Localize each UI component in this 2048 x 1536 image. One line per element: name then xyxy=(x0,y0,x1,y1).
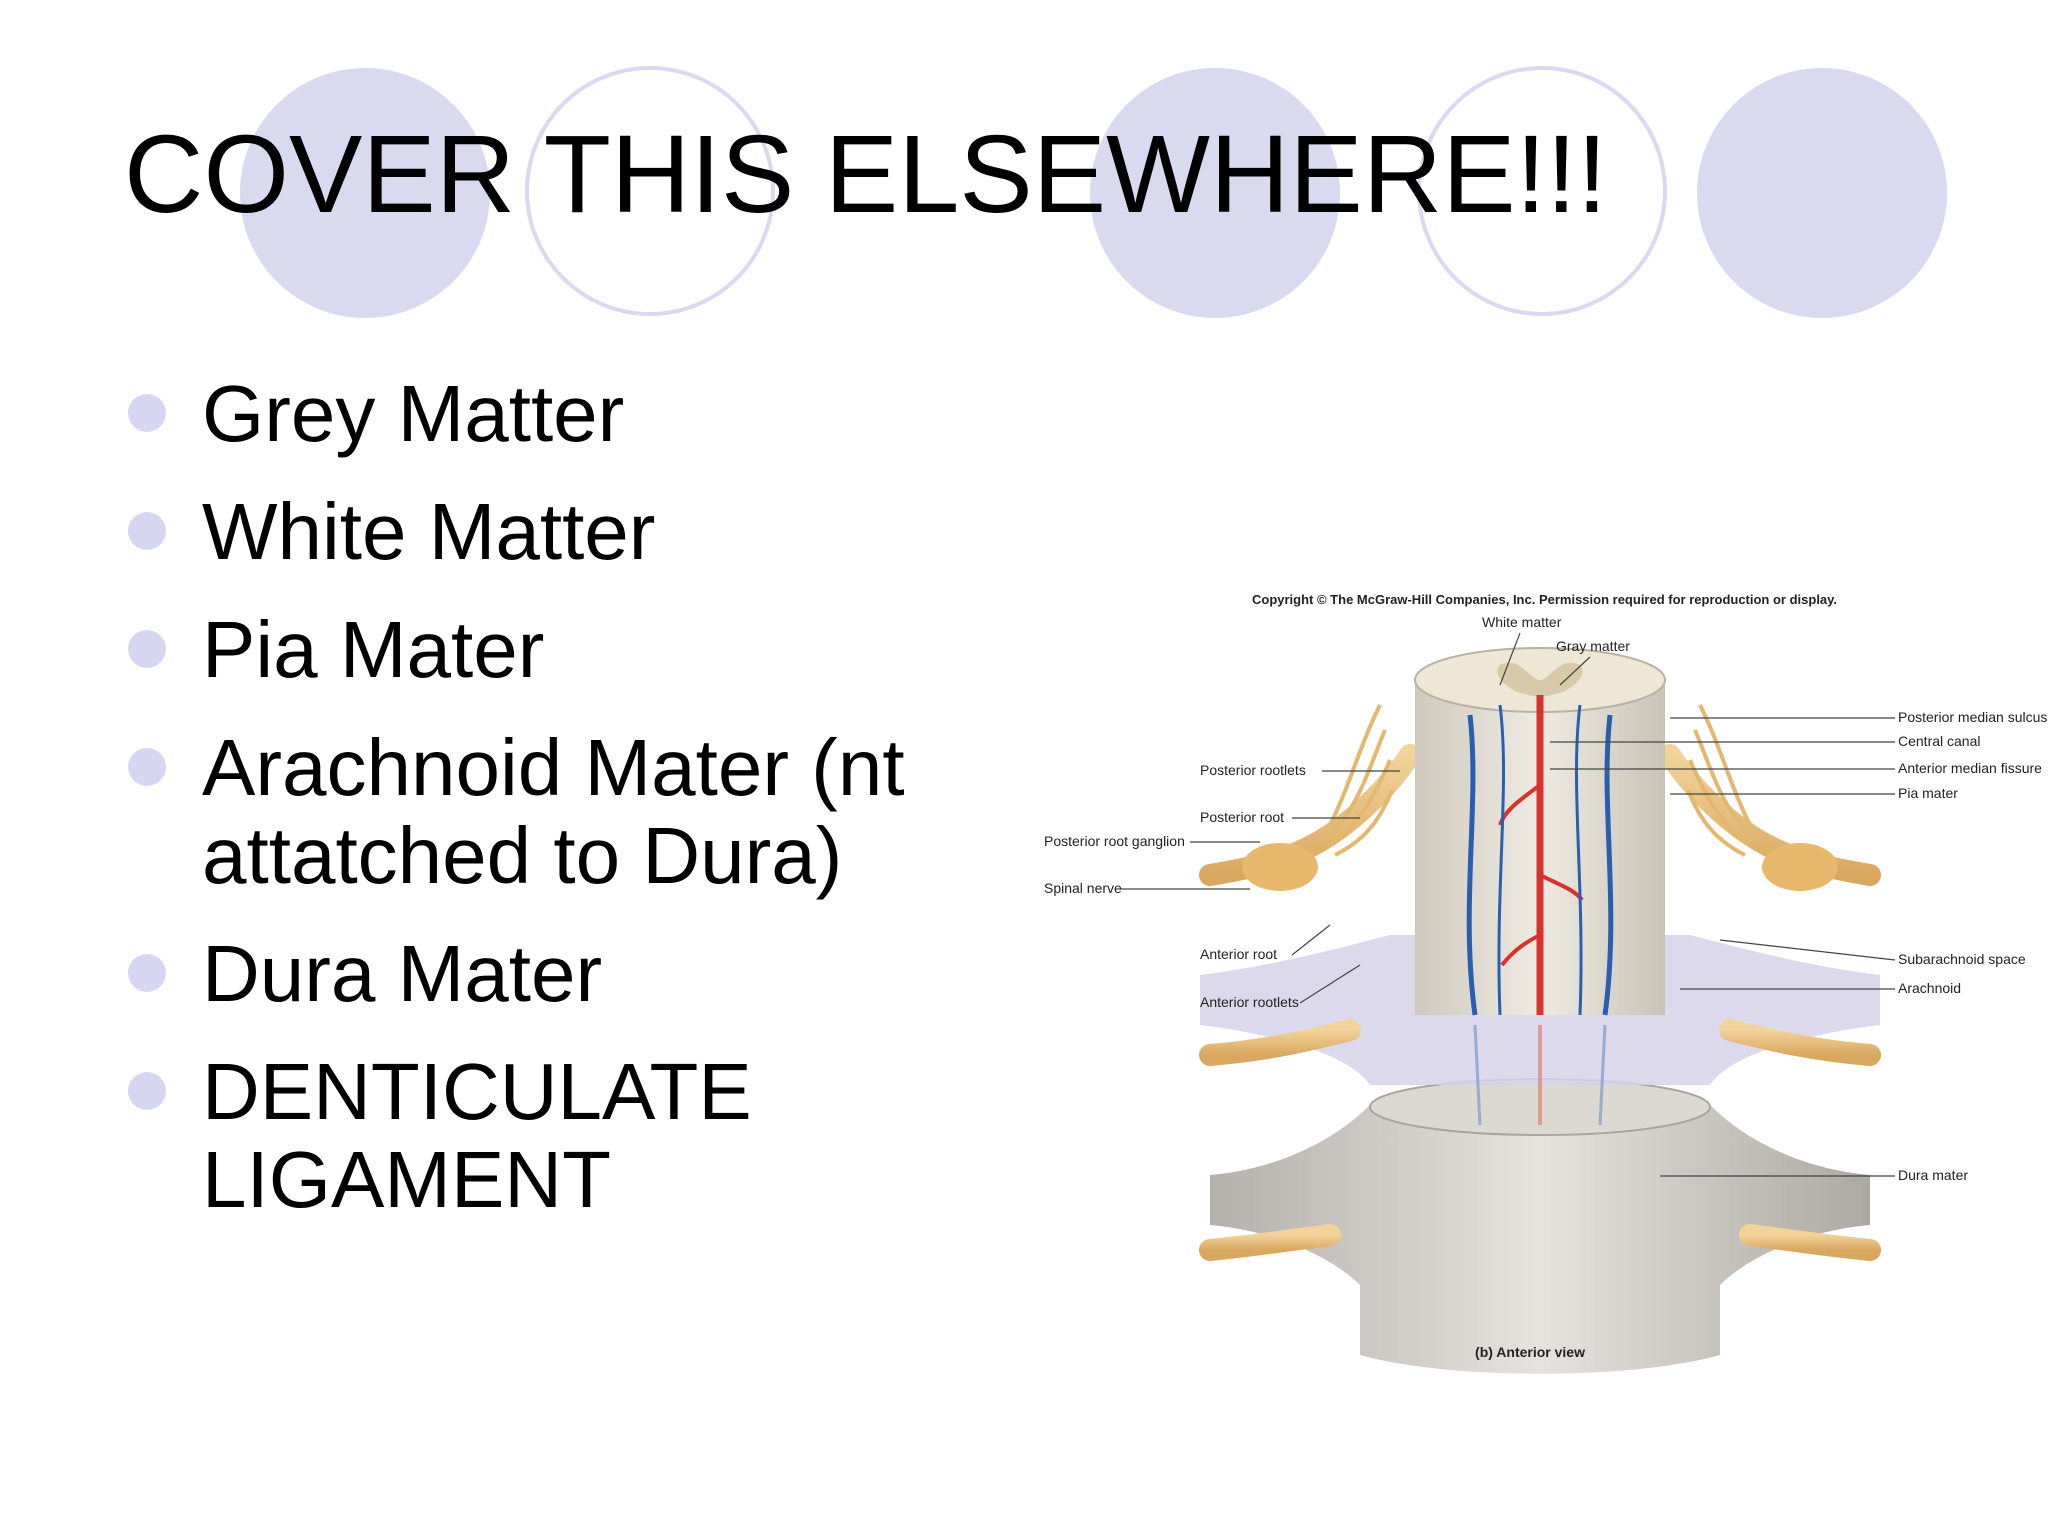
bullet-dot-icon xyxy=(128,394,166,432)
figure-caption: (b) Anterior view xyxy=(1475,1344,1585,1360)
label-posterior-rootlets: Posterior rootlets xyxy=(1200,762,1306,778)
bullet-item: Arachnoid Mater (nt attatched to Dura) xyxy=(126,724,1026,900)
bullet-text: Dura Mater xyxy=(202,929,603,1018)
leader-lines xyxy=(1120,632,1896,1177)
bullet-list: Grey Matter White Matter Pia Mater Arach… xyxy=(126,370,1026,1254)
label-spinal-nerve: Spinal nerve xyxy=(1044,880,1122,896)
bullet-dot-icon xyxy=(128,1072,166,1110)
label-dura-mater: Dura mater xyxy=(1898,1167,1968,1183)
bullet-text: Pia Mater xyxy=(202,605,545,694)
label-arachnoid: Arachnoid xyxy=(1898,980,1961,996)
decor-circle-1 xyxy=(240,68,490,318)
gray-matter-shape xyxy=(1497,662,1583,697)
label-white-matter: White matter xyxy=(1482,614,1562,630)
bullet-text: Grey Matter xyxy=(202,369,625,458)
bullet-item: DENTICULATE LIGAMENT xyxy=(126,1048,1026,1224)
label-gray-matter: Gray matter xyxy=(1556,638,1630,654)
bullet-dot-icon xyxy=(128,954,166,992)
label-pia-mater: Pia mater xyxy=(1898,785,1958,801)
bullet-item: Dura Mater xyxy=(126,930,1026,1018)
bullet-text-continued: LIGAMENT xyxy=(202,1135,611,1224)
bullet-text-continued: attatched to Dura) xyxy=(202,811,843,900)
bullet-text: DENTICULATE xyxy=(202,1047,752,1136)
figure-copyright: Copyright © The McGraw-Hill Companies, I… xyxy=(1252,592,1837,607)
spinal-nerves xyxy=(1199,704,1881,1261)
label-subarachnoid-space: Subarachnoid space xyxy=(1898,951,2026,967)
label-central-canal: Central canal xyxy=(1898,733,1981,749)
bullet-item: White Matter xyxy=(126,488,1026,576)
label-anterior-root: Anterior root xyxy=(1200,946,1277,962)
bullet-dot-icon xyxy=(128,512,166,550)
dura-mater-sheath xyxy=(1210,1105,1870,1374)
bullet-text: Arachnoid Mater (nt xyxy=(202,723,905,812)
decor-circle-3 xyxy=(1090,68,1340,318)
decor-circle-5 xyxy=(1697,68,1947,318)
slide-title: COVER THIS ELSEWHERE!!! xyxy=(124,113,1608,236)
bullet-item: Grey Matter xyxy=(126,370,1026,458)
label-anterior-rootlets: Anterior rootlets xyxy=(1200,994,1299,1010)
bullet-text: White Matter xyxy=(202,487,656,576)
decor-circle-4 xyxy=(1417,66,1667,316)
decor-circle-2 xyxy=(525,66,775,316)
label-anterior-median-fissure: Anterior median fissure xyxy=(1898,760,2042,776)
bullet-dot-icon xyxy=(128,748,166,786)
spinal-cord-figure: Copyright © The McGraw-Hill Companies, I… xyxy=(1030,585,2048,1375)
blood-vessels xyxy=(1466,695,1614,1126)
bullet-dot-icon xyxy=(128,630,166,668)
bullet-item: Pia Mater xyxy=(126,606,1026,694)
label-posterior-root: Posterior root xyxy=(1200,809,1284,825)
label-posterior-median-sulcus: Posterior median sulcus xyxy=(1898,709,2047,725)
label-posterior-root-ganglion: Posterior root ganglion xyxy=(1044,833,1185,849)
